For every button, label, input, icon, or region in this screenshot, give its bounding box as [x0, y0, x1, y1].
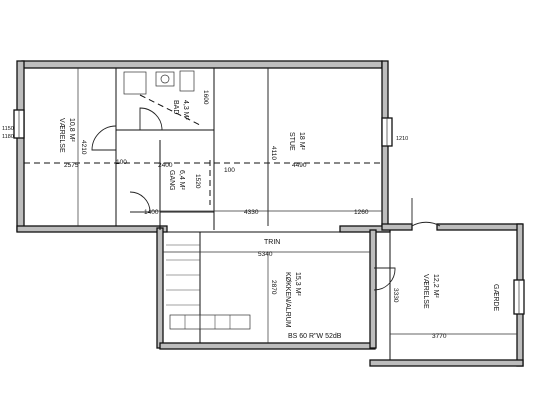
door-kitchen-icon [373, 267, 396, 291]
dim-1600: 1600 [202, 90, 209, 105]
room-vaerelse1-area: 10,8 M² [68, 118, 75, 142]
door-entry-icon [129, 191, 151, 213]
room-stue-name: STUE [288, 132, 295, 151]
room-kokken-area: 15,3 M² [294, 272, 301, 296]
wall-kitchen-bottom [159, 342, 376, 350]
windows [13, 109, 525, 315]
dim-2400: 2400 [158, 162, 173, 169]
door-room2-icon [411, 198, 441, 227]
shower-icon [123, 71, 147, 95]
dim-1520: 1520 [194, 174, 201, 189]
window-label-left-bottom: 1180 [2, 134, 14, 140]
dim-2575: 2575 [64, 162, 79, 169]
room-vaerelse1-name: VÆRELSE [58, 118, 65, 153]
stairs [166, 244, 251, 330]
bathroom-fixtures [123, 70, 195, 95]
wall-room2-bottom [369, 359, 524, 367]
wall-room2-left-top [381, 223, 413, 231]
door-bad-icon [139, 107, 163, 131]
dim-100b: 100 [224, 167, 235, 174]
wall-left [16, 60, 25, 232]
dim-1400: 1400 [144, 209, 159, 216]
room-bad-name: BAD [172, 100, 179, 114]
room-vaerelse2-area: 12,2 M² [432, 274, 439, 298]
doors [91, 107, 441, 291]
dim-4110: 4110 [270, 146, 277, 160]
room-stue-area: 18 M² [298, 132, 305, 151]
dim-2870: 2870 [270, 280, 277, 295]
room-gaerde-name: GÆRDE [492, 284, 499, 312]
bathroom-dashed [139, 94, 201, 126]
dimension-text: 2575 100 2400 100 4490 1400 4330 1260 53… [64, 90, 447, 340]
wall-top [21, 60, 383, 69]
room-bad-area: 4,3 M² [182, 100, 189, 121]
trin-label: TRIN [264, 239, 280, 246]
toilet-icon [179, 70, 195, 92]
wall-room2-top [436, 223, 523, 231]
wall-kitchen-left [156, 227, 164, 349]
dim-4330: 4330 [244, 209, 259, 216]
dimension-lines [24, 68, 517, 343]
dim-3330: 3330 [392, 288, 399, 303]
walls [16, 60, 524, 367]
wall-bottom-left [16, 225, 168, 233]
room-kokken-name: KØKKEN/ALRUM [284, 272, 291, 328]
window-label-right: 1210 [396, 136, 408, 142]
dim-1260: 1260 [354, 209, 369, 216]
room-gang-area: 6,4 M² [178, 170, 185, 191]
dim-5340: 5340 [258, 251, 273, 258]
dim-4490: 4490 [292, 162, 307, 169]
door-vaerelse1-icon [91, 125, 117, 151]
window-label-left-top: 1150 [2, 126, 14, 132]
sink-icon [155, 71, 175, 87]
wall-kitchen-right [369, 229, 377, 349]
dim-100a: 100 [116, 159, 127, 166]
section-label: BS 60 R"W 52dB [288, 333, 342, 340]
counter [169, 314, 251, 330]
room-vaerelse2-name: VÆRELSE [422, 274, 429, 309]
dim-4210: 4210 [80, 140, 87, 155]
misc-labels: TRIN BS 60 R"W 52dB 1150 1180 1210 [2, 126, 408, 340]
room-labels: VÆRELSE 10,8 M² BAD 4,3 M² STUE 18 M² GA… [58, 100, 499, 328]
dim-3770: 3770 [432, 333, 447, 340]
room-gang-name: GANG [168, 170, 175, 191]
